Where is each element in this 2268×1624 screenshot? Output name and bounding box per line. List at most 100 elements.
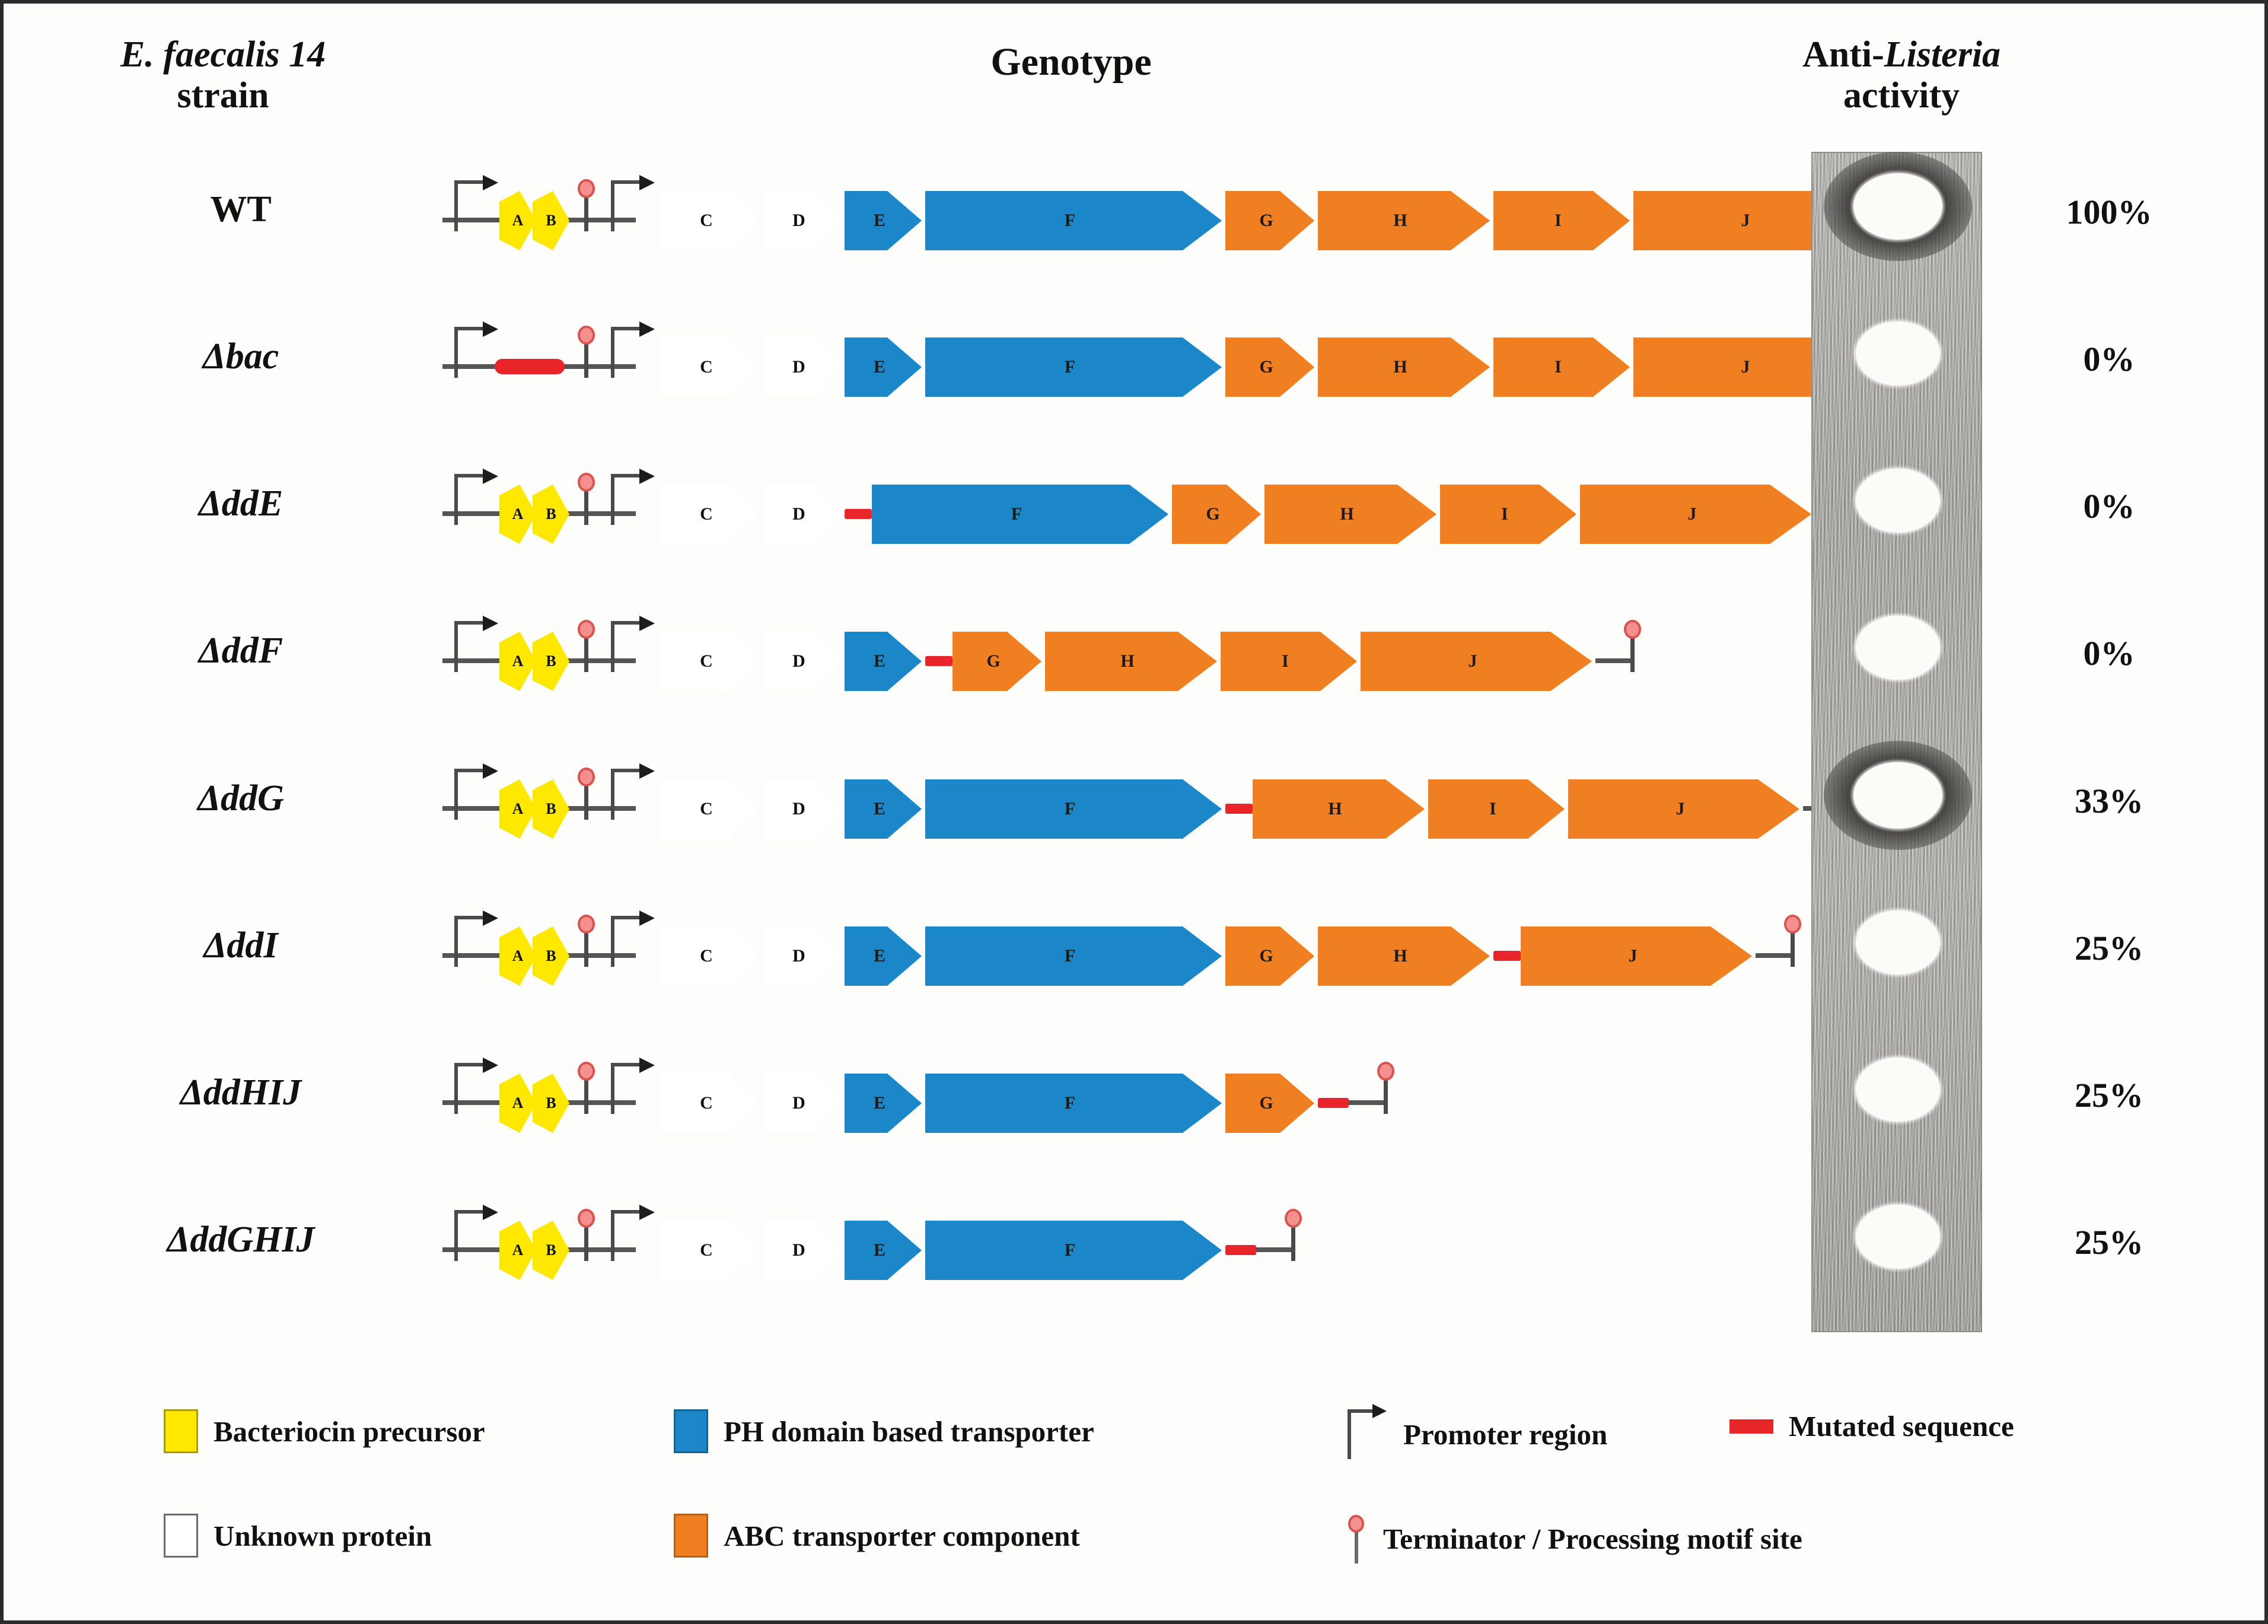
legend-item: Promoter region bbox=[1344, 1404, 1607, 1459]
legend-label: PH domain based transporter bbox=[724, 1415, 1094, 1448]
gene-arrow: F bbox=[925, 337, 1222, 397]
legend-label: Terminator / Processing motif site bbox=[1383, 1522, 1802, 1555]
gene-label: H bbox=[1393, 357, 1407, 377]
gene-arrow: B bbox=[533, 632, 569, 691]
gene-label: F bbox=[1064, 211, 1076, 230]
gene-arrow: G bbox=[1225, 926, 1314, 986]
mutated-sequence-marker bbox=[1318, 1098, 1349, 1108]
gene-arrow: B bbox=[533, 191, 569, 250]
promoter-icon bbox=[611, 910, 657, 967]
gene-arrow: I bbox=[1493, 337, 1630, 397]
gene-label: D bbox=[792, 211, 805, 230]
color-swatch-blue bbox=[674, 1409, 708, 1453]
mutated-sequence-marker bbox=[1493, 951, 1521, 961]
gene-label: F bbox=[1011, 504, 1022, 524]
gene-label: G bbox=[1206, 504, 1220, 524]
promoter-icon bbox=[611, 469, 657, 525]
gene-label: H bbox=[1120, 651, 1135, 671]
gene-label: B bbox=[546, 800, 556, 817]
gene-label: F bbox=[1064, 946, 1076, 966]
gene-arrow: A bbox=[499, 632, 536, 691]
gene-arrow: E bbox=[845, 926, 922, 986]
gene-label: F bbox=[1064, 357, 1076, 377]
gene-label: C bbox=[700, 504, 713, 524]
strain-label: ΔddE bbox=[198, 483, 284, 524]
legend-label: ABC transporter component bbox=[724, 1519, 1080, 1552]
activity-percent: 0% bbox=[2083, 634, 2135, 673]
gene-arrow: A bbox=[499, 1074, 536, 1133]
gene-arrow: E bbox=[845, 191, 922, 250]
legend-item: PH domain based transporter bbox=[674, 1409, 1094, 1453]
gene-label: G bbox=[986, 651, 1001, 671]
colony-disc bbox=[1856, 1205, 1940, 1269]
color-swatch-white bbox=[164, 1514, 198, 1558]
gene-arrow: J bbox=[1568, 779, 1799, 839]
terminator-icon bbox=[574, 177, 598, 231]
dna-backbone bbox=[1595, 658, 1631, 663]
gene-label: E bbox=[873, 1093, 885, 1113]
gene-label: A bbox=[512, 947, 524, 964]
gene-label: A bbox=[512, 652, 524, 670]
gene-label: F bbox=[1064, 1093, 1076, 1113]
gene-arrow: E bbox=[845, 1074, 922, 1133]
gene-arrow: D bbox=[764, 337, 841, 397]
gene-arrow: C bbox=[660, 485, 760, 544]
terminator-icon bbox=[574, 765, 598, 820]
gene-label: B bbox=[546, 1241, 556, 1259]
legend-item: Terminator / Processing motif site bbox=[1344, 1514, 1802, 1564]
terminator-icon bbox=[574, 912, 598, 967]
gene-arrow: J bbox=[1361, 632, 1592, 691]
dna-backbone bbox=[1349, 1100, 1384, 1105]
colony-disc bbox=[1856, 616, 1940, 680]
promoter-icon bbox=[611, 321, 657, 378]
terminator-icon bbox=[574, 617, 598, 672]
promoter-icon bbox=[611, 175, 657, 231]
gene-arrow: F bbox=[925, 779, 1222, 839]
gene-arrow: F bbox=[872, 485, 1168, 544]
gene-arrow: C bbox=[660, 1221, 760, 1280]
promoter-icon bbox=[454, 175, 501, 231]
gene-label: C bbox=[700, 211, 713, 230]
gene-label: G bbox=[1259, 1093, 1273, 1113]
gene-arrow: B bbox=[533, 779, 569, 839]
gene-arrow: H bbox=[1318, 926, 1490, 986]
activity-percent: 0% bbox=[2083, 340, 2135, 378]
gene-arrow: H bbox=[1045, 632, 1217, 691]
activity-percent: 33% bbox=[2075, 782, 2143, 820]
gene-label: A bbox=[512, 505, 524, 523]
gene-label: A bbox=[512, 212, 524, 229]
gene-arrow: F bbox=[925, 191, 1222, 250]
gene-arrow: B bbox=[533, 485, 569, 544]
activity-percent: 25% bbox=[2075, 1076, 2143, 1114]
gene-label: E bbox=[873, 357, 885, 377]
promoter-icon bbox=[454, 910, 501, 967]
column-header-anti-listeria: Anti-Listeria activity bbox=[1712, 34, 2091, 117]
mutated-sequence-marker bbox=[845, 509, 872, 519]
gene-arrow: E bbox=[845, 632, 922, 691]
mutated-sequence-swatch bbox=[1729, 1419, 1773, 1434]
gene-arrow: J bbox=[1580, 485, 1811, 544]
gene-label: E bbox=[873, 1240, 885, 1260]
strain-label: ΔddHIJ bbox=[180, 1072, 302, 1113]
promoter-icon bbox=[611, 1058, 657, 1114]
gene-arrow: G bbox=[1225, 1074, 1314, 1133]
mutated-sequence-marker bbox=[925, 656, 953, 666]
gene-label: J bbox=[1468, 651, 1477, 671]
terminator-icon bbox=[574, 1059, 598, 1114]
colony-disc bbox=[1856, 469, 1940, 533]
gene-arrow: I bbox=[1221, 632, 1357, 691]
gene-label: J bbox=[1741, 357, 1750, 377]
gene-arrow: G bbox=[1225, 337, 1314, 397]
strain-label: ΔddG bbox=[198, 778, 284, 819]
strain-label: Δbac bbox=[202, 336, 279, 377]
mutated-sequence-marker bbox=[1225, 804, 1253, 814]
gene-label: D bbox=[792, 799, 805, 819]
strain-header-line1: E. faecalis 14 bbox=[120, 34, 326, 75]
strain-label: ΔddF bbox=[198, 631, 284, 671]
activity-percent: 100% bbox=[2066, 193, 2152, 231]
gene-arrow: G bbox=[1172, 485, 1261, 544]
promoter-icon bbox=[611, 1205, 657, 1261]
